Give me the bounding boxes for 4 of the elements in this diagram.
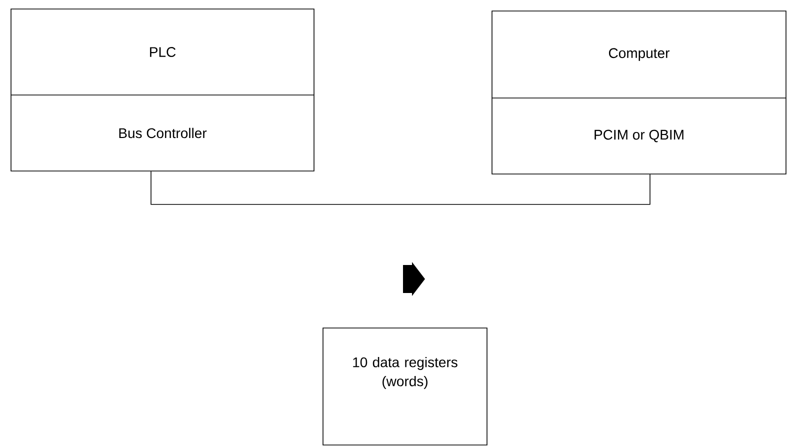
split-box: Computer PCIM or QBIM (492, 10, 786, 174)
connector-line (150, 171, 650, 205)
split-box: PLC Bus Controller (10, 8, 314, 172)
process-box: 10 data registers (words) (322, 328, 488, 446)
